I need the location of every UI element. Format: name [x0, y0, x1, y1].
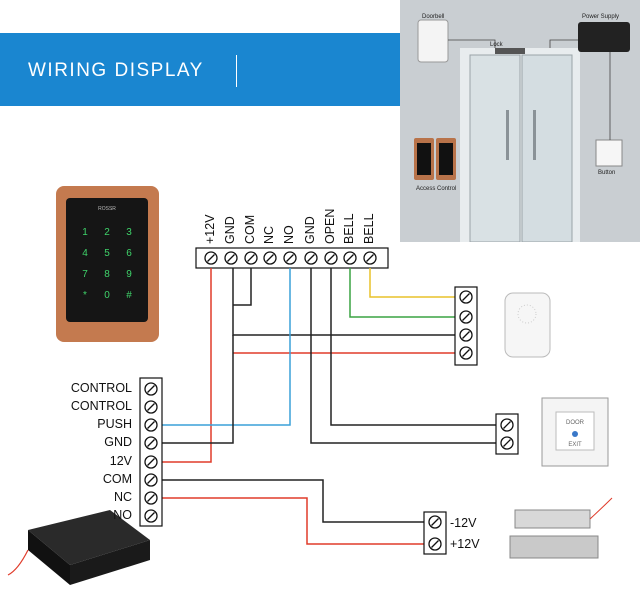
lock-terminal-plus-12v: +12V	[450, 537, 480, 551]
top-terminal-label: COM	[243, 214, 257, 244]
power-terminal-block	[139, 377, 163, 527]
power-terminal-screw-slot	[147, 403, 155, 411]
photo-label-access-control: Access Control	[416, 186, 457, 192]
power-terminal-screw-slot	[147, 439, 155, 447]
power-terminal-screw-slot	[147, 421, 155, 429]
doorbell-terminal-block	[454, 286, 478, 366]
doorbell-terminal-screw-slot	[462, 313, 470, 321]
svg-text:5: 5	[104, 248, 110, 259]
svg-text:6: 6	[126, 248, 132, 259]
svg-text:2: 2	[104, 227, 110, 238]
lock-terminal-screw-slot	[431, 540, 439, 548]
keypad-brand: ROSSR	[98, 206, 116, 212]
top-terminal-block	[195, 247, 389, 269]
doorbell-terminal-screw-slot	[462, 349, 470, 357]
lock-terminal-minus-12v: -12V	[450, 516, 477, 530]
exit-terminal-screw-slot	[503, 421, 511, 429]
page-title: WIRING DISPLAY	[28, 60, 204, 81]
svg-text:*: *	[83, 290, 87, 301]
top-terminal-label: NO	[282, 225, 296, 244]
power-terminal-screw-slot	[147, 458, 155, 466]
top-terminal-screw-slot	[247, 254, 255, 262]
top-terminal-screw-slot	[266, 254, 274, 262]
top-terminal-label: +12V	[203, 214, 217, 244]
top-terminal-screw-slot	[346, 254, 354, 262]
svg-text:7: 7	[82, 269, 88, 280]
top-terminal-label: GND	[303, 216, 317, 244]
installation-scene	[400, 0, 640, 242]
power-terminal-label: GND	[104, 435, 132, 449]
exit-terminal-screw-slot	[503, 439, 511, 447]
top-terminal-screw-slot	[286, 254, 294, 262]
power-terminal-label: CONTROL	[70, 381, 132, 395]
installation-photo: Doorbell Power Supply Lock Access Contro…	[400, 0, 640, 242]
top-terminal-label: BELL	[342, 213, 356, 244]
svg-text:#: #	[126, 290, 132, 301]
top-terminal-screw-slot	[227, 254, 235, 262]
svg-text:0: 0	[104, 290, 110, 301]
svg-text:4: 4	[82, 248, 88, 259]
doorbell-terminal-screw-slot	[462, 331, 470, 339]
power-terminal-label: CONTROL	[70, 399, 132, 413]
lock-terminal-screw-slot	[431, 518, 439, 526]
exit-button-device: DOOR EXIT	[541, 397, 609, 467]
lock-terminal-block	[423, 511, 447, 555]
power-terminal-screw-slot	[147, 494, 155, 502]
top-terminal-label: OPEN	[323, 208, 337, 244]
power-terminal-label: COM	[102, 472, 132, 486]
exit-button-text-door: DOOR	[566, 420, 585, 426]
top-terminal-label: BELL	[362, 213, 376, 244]
doorbell-device	[504, 292, 551, 358]
exit-button-text-exit: EXIT	[568, 442, 582, 448]
power-terminal-label: PUSH	[97, 417, 132, 431]
power-terminal-label: NO	[113, 508, 132, 522]
power-terminal-label: NC	[113, 490, 132, 504]
keypad-device: 1 2 3 4 5 6 7 8 9 * 0 # ROSSR	[56, 186, 159, 342]
power-supply-device	[7, 510, 150, 585]
title-separator	[236, 55, 237, 87]
magnetic-lock-device	[509, 497, 613, 559]
svg-text:1: 1	[82, 227, 88, 238]
photo-label-doorbell: Doorbell	[422, 14, 445, 20]
power-terminal-screw-slot	[147, 385, 155, 393]
svg-text:9: 9	[126, 269, 132, 280]
doorbell-terminal-screw-slot	[462, 293, 470, 301]
svg-text:3: 3	[126, 227, 132, 238]
exit-terminal-block	[495, 413, 519, 455]
top-terminal-label: GND	[223, 216, 237, 244]
top-terminal-screw-slot	[307, 254, 315, 262]
top-terminal-label: NC	[262, 225, 276, 244]
power-terminal-screw-slot	[147, 512, 155, 520]
photo-label-power-supply: Power Supply	[582, 14, 620, 20]
photo-label-lock: Lock	[490, 42, 503, 48]
power-terminal-label: 12V	[109, 454, 132, 468]
header-banner: WIRING DISPLAY	[0, 33, 400, 106]
power-terminal-screw-slot	[147, 476, 155, 484]
top-terminal-screw-slot	[207, 254, 215, 262]
top-terminal-screw-slot	[327, 254, 335, 262]
svg-text:8: 8	[104, 269, 110, 280]
wires	[162, 268, 505, 545]
photo-label-button: Button	[598, 170, 616, 176]
top-terminal-screw-slot	[366, 254, 374, 262]
